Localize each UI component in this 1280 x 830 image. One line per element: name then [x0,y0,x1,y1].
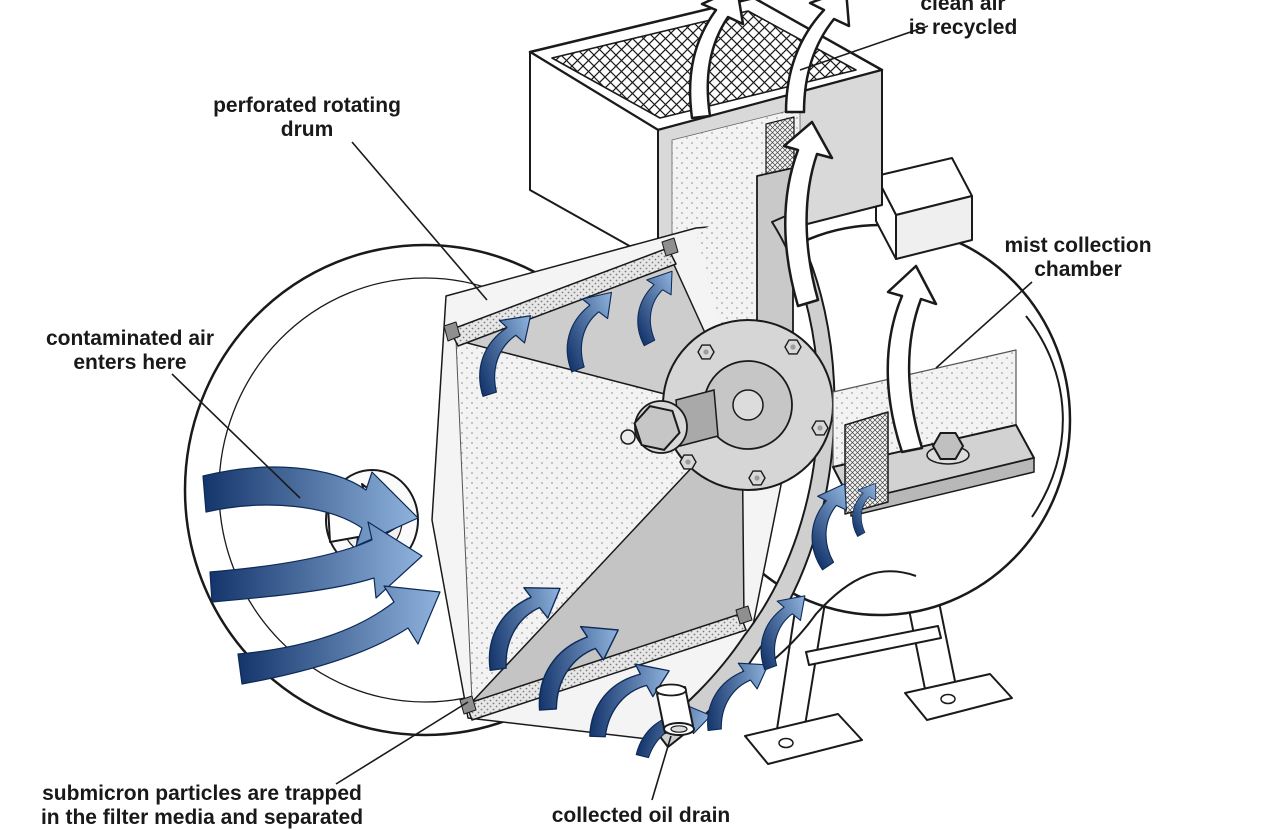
label-submicron-line2: in the filter media and separated [41,806,363,829]
stand-cross-brace [805,625,942,666]
label-contaminated-air-line1: contaminated air [46,327,214,350]
exhaust-arrow-left [688,0,745,120]
leader-lines [171,25,1033,801]
label-submicron-line1: submicron particles are trapped [42,782,362,805]
leader-clean-air [799,25,929,71]
drum-filter-band-bottom [465,613,747,721]
hub-bolt [811,420,829,436]
chamber-rising-arrow [886,264,938,454]
mounting-stand [744,547,1013,765]
mist-collection-chamber [832,349,1035,517]
drum-band-bottom-cap-left [459,695,477,715]
hub-bolt [784,339,802,355]
label-contaminated-air-line2: enters here [73,351,186,374]
hub-bolt [679,454,697,470]
label-mist-chamber-line2: chamber [1034,258,1122,281]
drum-band-top-cap-left [443,321,461,342]
contaminated-air-arrows [202,267,895,771]
hub-bolt [748,470,766,486]
front-foot-bolt-hole [778,737,794,749]
hub-bolt [697,344,715,360]
label-mist-chamber-line1: mist collection [1004,234,1151,257]
stand-rear-foot [904,673,1013,721]
rear-foot-bolt-hole [940,693,956,705]
drain-plug-hex-bolt [932,432,964,460]
label-clean-air-line2: is recycled [909,16,1018,39]
duct-rising-arrow [782,120,834,308]
labels: clean air is recycled perforated rotatin… [41,0,1152,829]
terminal-box [875,157,973,260]
shaft-hex-nut [633,405,681,451]
stand-front-foot [744,713,863,765]
label-perforated-drum-line2: drum [281,118,334,141]
hub-assembly [620,319,834,491]
leader-submicron [335,701,469,785]
inlet-arrow-top [202,466,419,547]
exhaust-arrow-right [784,0,851,114]
leader-oil-drain [651,735,672,801]
rear-housing-rim-arc [1025,315,1064,518]
label-clean-air-line1: clean air [920,0,1005,15]
drum-band-top-cap-right [661,237,679,257]
oil-drain-pipe [655,683,695,736]
drain-pipe-top [655,683,687,697]
label-perforated-drum-line1: perforated rotating [213,94,401,117]
drain-pipe-bore [670,725,688,733]
leader-perforated-drum [351,141,488,301]
inlet-arrow-middle [209,521,423,603]
label-oil-drain: collected oil drain [552,804,731,827]
shaft-tip [620,429,636,445]
leader-mist-chamber [935,281,1033,369]
hub-shaft-end [732,389,764,421]
inlet-arrow-bottom [237,585,441,685]
leader-contaminated-air [171,373,301,499]
drum-band-bottom-cap-right [735,605,753,625]
